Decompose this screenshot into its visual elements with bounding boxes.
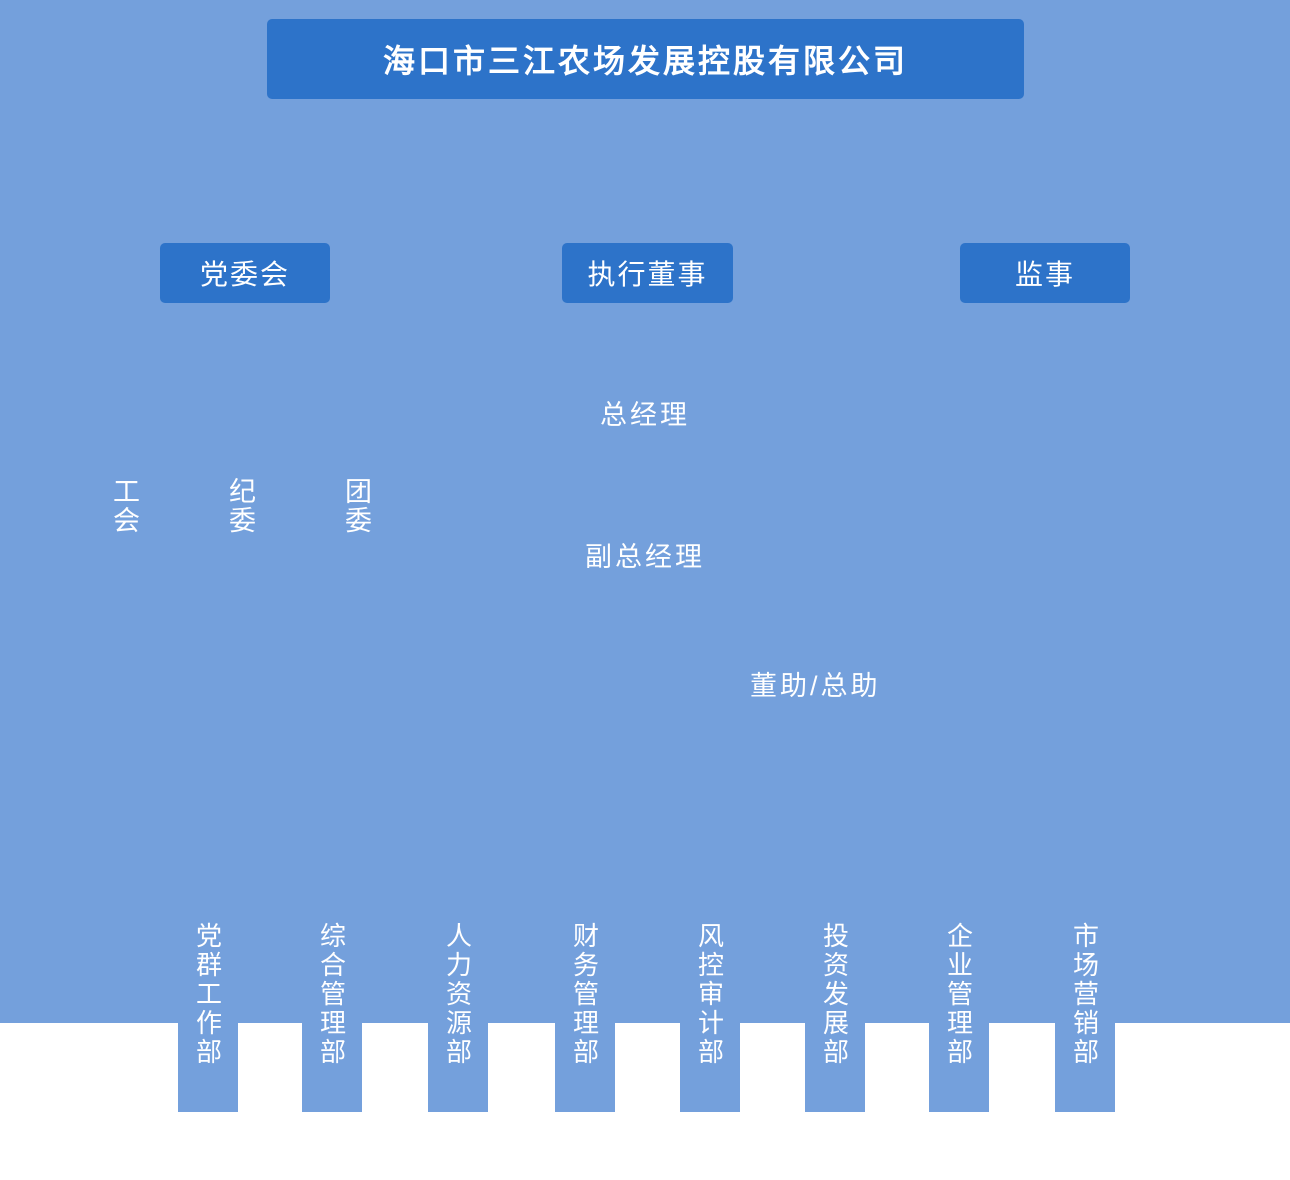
dept-label: 财务管理部 bbox=[569, 922, 600, 1067]
label-discipline-committee: 纪委 bbox=[225, 477, 255, 535]
dept-column-marketing: 市场营销部 bbox=[1055, 920, 1115, 1112]
dept-column-finance-management: 财务管理部 bbox=[555, 920, 615, 1112]
label-labor-union: 工会 bbox=[109, 477, 139, 535]
dept-label: 企业管理部 bbox=[943, 922, 974, 1067]
dept-label: 风控审计部 bbox=[694, 922, 725, 1067]
dept-column-general-management: 综合管理部 bbox=[302, 920, 362, 1112]
dept-column-investment-development: 投资发展部 bbox=[805, 920, 865, 1112]
dept-label: 投资发展部 bbox=[819, 922, 850, 1067]
box-executive-director: 执行董事 bbox=[562, 243, 733, 303]
label-deputy-general-manager: 副总经理 bbox=[585, 542, 705, 572]
dept-label: 人力资源部 bbox=[442, 922, 473, 1067]
label-director-assistant: 董助/总助 bbox=[750, 671, 881, 701]
dept-column-party-mass-work: 党群工作部 bbox=[178, 920, 238, 1112]
dept-column-enterprise-management: 企业管理部 bbox=[929, 920, 989, 1112]
box-party-committee: 党委会 bbox=[160, 243, 330, 303]
label-youth-league: 团委 bbox=[341, 477, 371, 535]
dept-label: 党群工作部 bbox=[192, 922, 223, 1067]
dept-column-risk-control-audit: 风控审计部 bbox=[680, 920, 740, 1112]
chart-background bbox=[0, 0, 1290, 1023]
company-title: 海口市三江农场发展控股有限公司 bbox=[382, 43, 908, 79]
label-general-manager: 总经理 bbox=[600, 400, 690, 430]
dept-label: 综合管理部 bbox=[316, 922, 347, 1067]
box-supervisor: 监事 bbox=[960, 243, 1130, 303]
dept-label: 市场营销部 bbox=[1069, 922, 1100, 1067]
dept-column-human-resources: 人力资源部 bbox=[428, 920, 488, 1112]
company-title-box: 海口市三江农场发展控股有限公司 bbox=[267, 19, 1024, 99]
